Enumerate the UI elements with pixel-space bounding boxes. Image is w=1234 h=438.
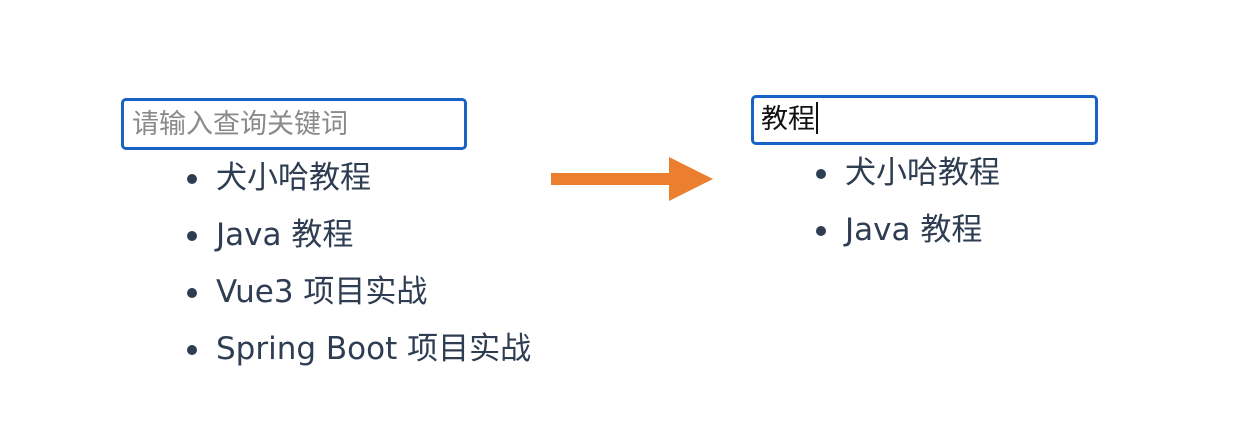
list-item: 犬小哈教程 (751, 145, 1098, 202)
bullet-icon (187, 231, 197, 241)
before-panel: 犬小哈教程 Java 教程 Vue3 项目实战 Spring Boot 项目实战 (121, 98, 531, 378)
after-panel: 教程 犬小哈教程 Java 教程 (751, 95, 1098, 259)
list-item: Vue3 项目实战 (121, 264, 531, 321)
list-item: Java 教程 (121, 207, 531, 264)
search-input-filled[interactable]: 教程 (751, 95, 1098, 145)
list-item-label: Java 教程 (216, 217, 354, 253)
list-item: Java 教程 (751, 202, 1098, 259)
list-item: 犬小哈教程 (121, 150, 531, 207)
text-caret (816, 102, 818, 134)
bullet-icon (187, 174, 197, 184)
bullet-icon (816, 169, 826, 179)
bullet-icon (816, 226, 826, 236)
list-item-label: Vue3 项目实战 (216, 274, 428, 310)
search-input[interactable] (121, 98, 467, 150)
list-item-label: Spring Boot 项目实战 (216, 331, 532, 367)
list-item-label: 犬小哈教程 (845, 155, 1000, 191)
list-item-label: Java 教程 (845, 212, 983, 248)
arrow-right-icon (551, 157, 713, 201)
bullet-icon (187, 288, 197, 298)
result-list: 犬小哈教程 Java 教程 Vue3 项目实战 Spring Boot 项目实战 (121, 150, 531, 378)
filtered-result-list: 犬小哈教程 Java 教程 (751, 145, 1098, 259)
search-input-value: 教程 (761, 104, 815, 135)
bullet-icon (187, 345, 197, 355)
list-item-label: 犬小哈教程 (216, 160, 371, 196)
list-item: Spring Boot 项目实战 (121, 321, 531, 378)
